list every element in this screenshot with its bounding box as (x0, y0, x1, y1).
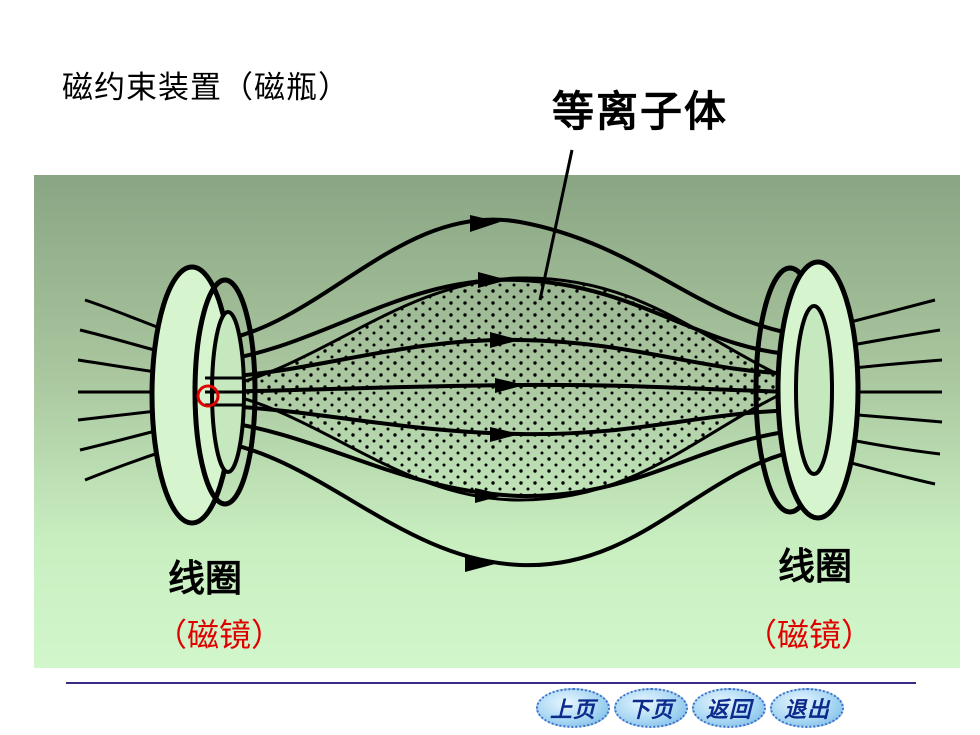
left-coil (149, 264, 258, 526)
plasma-pointer (538, 149, 574, 301)
left-mirror-label: （磁镜） (155, 616, 284, 654)
footer-divider (66, 682, 916, 684)
prev-page-button[interactable]: 上页 (536, 688, 610, 728)
cursor-marker (196, 384, 220, 408)
right-coil-label: 线圈 (778, 544, 852, 588)
right-coil (753, 259, 861, 521)
slide-title: 磁约束装置（磁瓶） (62, 70, 350, 106)
right-mirror-label: （磁镜） (745, 616, 874, 654)
next-page-button[interactable]: 下页 (614, 688, 688, 728)
plasma-label: 等离子体 (552, 87, 729, 136)
exit-button[interactable]: 退出 (770, 688, 844, 728)
left-coil-label: 线圈 (168, 556, 242, 600)
back-button[interactable]: 返回 (692, 688, 766, 728)
field-arrows (465, 215, 525, 572)
